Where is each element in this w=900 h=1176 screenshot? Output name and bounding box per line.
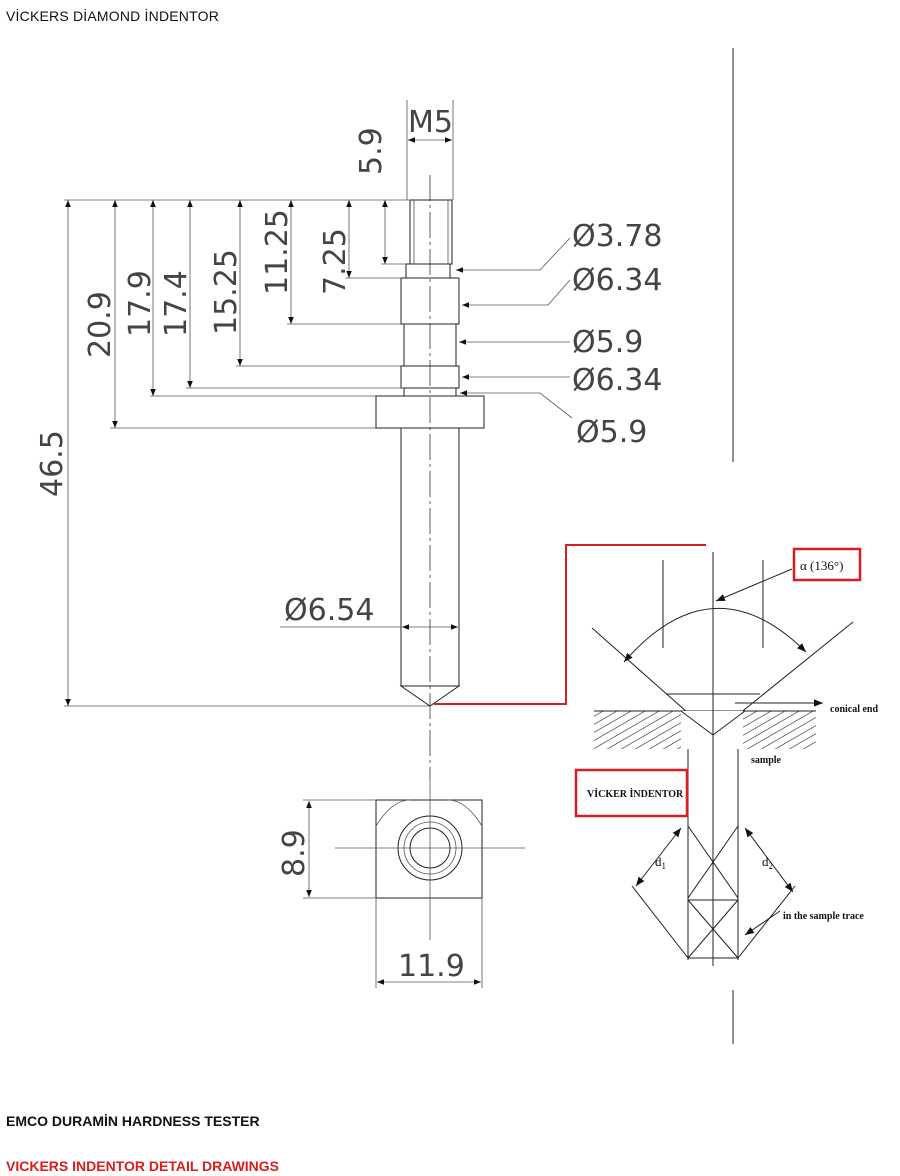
sample-label: sample <box>751 755 782 766</box>
dia-5-9-a: Ø5.9 <box>572 325 643 360</box>
page-title: VİCKERS DİAMOND İNDENTOR <box>6 8 220 24</box>
dia-6-54: Ø6.54 <box>284 593 374 628</box>
sample-trace-label: in the sample trace <box>783 911 864 922</box>
dim-7-25: 7.25 <box>318 228 353 295</box>
dia-6-34-a: Ø6.34 <box>572 263 662 298</box>
vicker-indentor-label: VİCKER İNDENTOR <box>587 788 684 800</box>
dim-20-9: 20.9 <box>83 291 118 358</box>
d1-label: d1 <box>655 854 666 871</box>
dia-5-9-b: Ø5.9 <box>576 415 647 450</box>
angle-highlight-box <box>792 547 862 582</box>
diameter-leaders <box>456 237 573 419</box>
dim-m5: M5 <box>408 105 453 140</box>
conical-end-label: conical end <box>830 704 878 715</box>
angle-label: α (136°) <box>800 558 843 573</box>
vickers-detail-drawing <box>591 552 854 966</box>
dim-8-9: 8.9 <box>277 829 312 877</box>
dia-3-78: Ø3.78 <box>572 219 662 254</box>
red-connector-line <box>434 544 706 705</box>
d2-label: d2 <box>762 854 773 871</box>
footer-company: EMCO DURAMİN HARDNESS TESTER <box>6 1113 260 1129</box>
dia-6-34-b: Ø6.34 <box>572 363 662 398</box>
indentor-body <box>375 175 485 780</box>
dim-15-25: 15.25 <box>209 249 244 335</box>
indentor-highlight-box <box>574 768 689 818</box>
vertical-dimensions <box>64 100 454 707</box>
dim-11-9: 11.9 <box>398 949 465 984</box>
dim-17-9: 17.9 <box>123 270 158 337</box>
nut-view <box>303 780 525 988</box>
dim-46-5: 46.5 <box>35 430 70 497</box>
dim-5-9-top: 5.9 <box>354 127 389 175</box>
footer-subtitle: VICKERS INDENTOR DETAIL DRAWINGS <box>6 1158 280 1174</box>
dim-17-4: 17.4 <box>159 270 194 337</box>
dim-11-25: 11.25 <box>260 209 295 295</box>
